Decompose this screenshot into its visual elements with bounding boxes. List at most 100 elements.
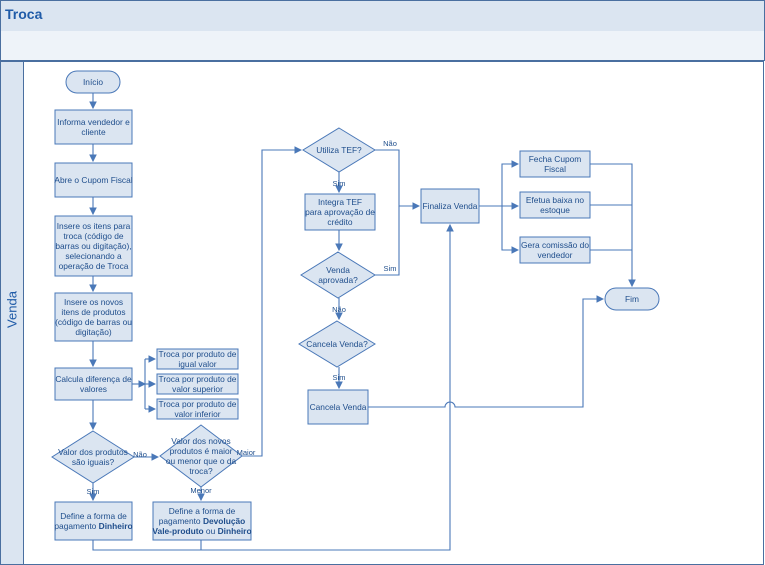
node-shape xyxy=(54,162,133,198)
node-shape xyxy=(304,193,376,231)
node-shape xyxy=(65,70,121,94)
node-finaliza: Finaliza Venda xyxy=(420,188,480,224)
node-label: Abre o Cupom Fiscal xyxy=(54,175,132,185)
node-shape xyxy=(152,501,252,541)
node-shape xyxy=(519,191,591,219)
node-label: Insere os novos xyxy=(64,297,123,307)
node-label: Troca por produto de xyxy=(159,349,237,359)
node-shape xyxy=(54,109,133,145)
node-abre: Abre o Cupom Fiscal xyxy=(54,162,133,198)
pool-title: Troca xyxy=(5,6,43,22)
edge-label-nao-tef: Não xyxy=(383,139,397,148)
node-label: Troca por produto de xyxy=(159,399,237,409)
node-label: igual valor xyxy=(178,359,216,369)
edge-label-sim-tef: Sim xyxy=(333,179,346,188)
node-label: Cancela Venda? xyxy=(306,339,368,349)
edge-label-nao1: Não xyxy=(133,450,147,459)
node-shape xyxy=(420,188,480,224)
node-label: Gera comissão do xyxy=(521,240,589,250)
node-shape xyxy=(298,320,376,368)
node-shape xyxy=(159,424,243,488)
node-label: pagamento Devolução xyxy=(159,516,246,526)
node-label: Informa vendedor e xyxy=(57,117,130,127)
node-shape xyxy=(156,398,239,420)
node-shape xyxy=(519,150,591,178)
node-shape xyxy=(302,127,376,173)
pool-header: Troca xyxy=(0,0,765,32)
connector xyxy=(92,223,454,551)
edge-label-menor: Menor xyxy=(190,486,212,495)
node-label: (código de barras ou xyxy=(55,317,132,327)
node-shape xyxy=(51,430,135,484)
node-label: Fiscal xyxy=(544,164,566,174)
connector xyxy=(368,295,605,408)
node-label: Define a forma de xyxy=(60,511,127,521)
node-label: Fecha Cupom xyxy=(529,154,582,164)
node-cancela: Cancela Venda xyxy=(307,389,369,425)
node-shape xyxy=(54,367,133,401)
node-label: Cancela Venda xyxy=(310,402,367,412)
node-label: Finaliza Venda xyxy=(423,201,478,211)
node-label: itens de produtos xyxy=(61,307,125,317)
node-label: crédito xyxy=(327,217,352,227)
node-label: cliente xyxy=(81,127,106,137)
node-label: Valor dos novos xyxy=(171,436,230,446)
node-label: Calcula diferença de xyxy=(55,374,132,384)
node-label: pagamento Dinheiro xyxy=(54,521,132,531)
connector xyxy=(242,146,303,457)
node-label: selecionando a xyxy=(65,251,122,261)
node-shape xyxy=(519,236,591,264)
node-label: Insere os itens para xyxy=(57,221,131,231)
node-cancela-q: Cancela Venda? xyxy=(298,320,376,368)
node-label: ou menor que o da xyxy=(166,456,237,466)
connector xyxy=(501,206,520,254)
connector xyxy=(590,163,636,288)
node-utiliza-tef: Utiliza TEF? xyxy=(302,127,376,173)
node-label: vendedor xyxy=(538,250,573,260)
node-label: produtos é maior xyxy=(170,446,233,456)
node-label: Vale-produto ou Dinheiro xyxy=(152,526,251,536)
node-label: Integra TEF xyxy=(318,197,362,207)
connector xyxy=(375,149,421,210)
edge-label-nao-aprov: Não xyxy=(332,305,346,314)
pool-subheader xyxy=(0,31,765,61)
node-shape xyxy=(307,389,369,425)
node-shape xyxy=(604,287,660,311)
node-fim: Fim xyxy=(604,287,660,311)
edge-label-sim-aprov: Sim xyxy=(384,264,397,273)
node-label: para aprovação de xyxy=(305,207,375,217)
edge-label-sim-cancel: Sim xyxy=(333,373,346,382)
node-label: Efetua baixa no xyxy=(526,195,585,205)
node-shape xyxy=(54,215,133,277)
node-label: estoque xyxy=(540,205,570,215)
node-label: valor superior xyxy=(172,384,223,394)
node-label: valor inferior xyxy=(174,409,220,419)
node-label: operação de Troca xyxy=(59,261,129,271)
node-shape xyxy=(54,292,133,342)
node-label: troca? xyxy=(189,466,213,476)
node-label: Valor dos produtos xyxy=(58,447,128,457)
node-shape xyxy=(300,251,376,299)
node-label: barras ou digitação), xyxy=(55,241,131,251)
node-label: Troca por produto de xyxy=(159,374,237,384)
node-shape xyxy=(156,373,239,395)
node-shape xyxy=(54,501,133,541)
node-label: Início xyxy=(83,77,103,87)
node-label: são iguais? xyxy=(72,457,115,467)
lane-header: Venda xyxy=(0,61,24,565)
node-label: aprovada? xyxy=(318,275,358,285)
